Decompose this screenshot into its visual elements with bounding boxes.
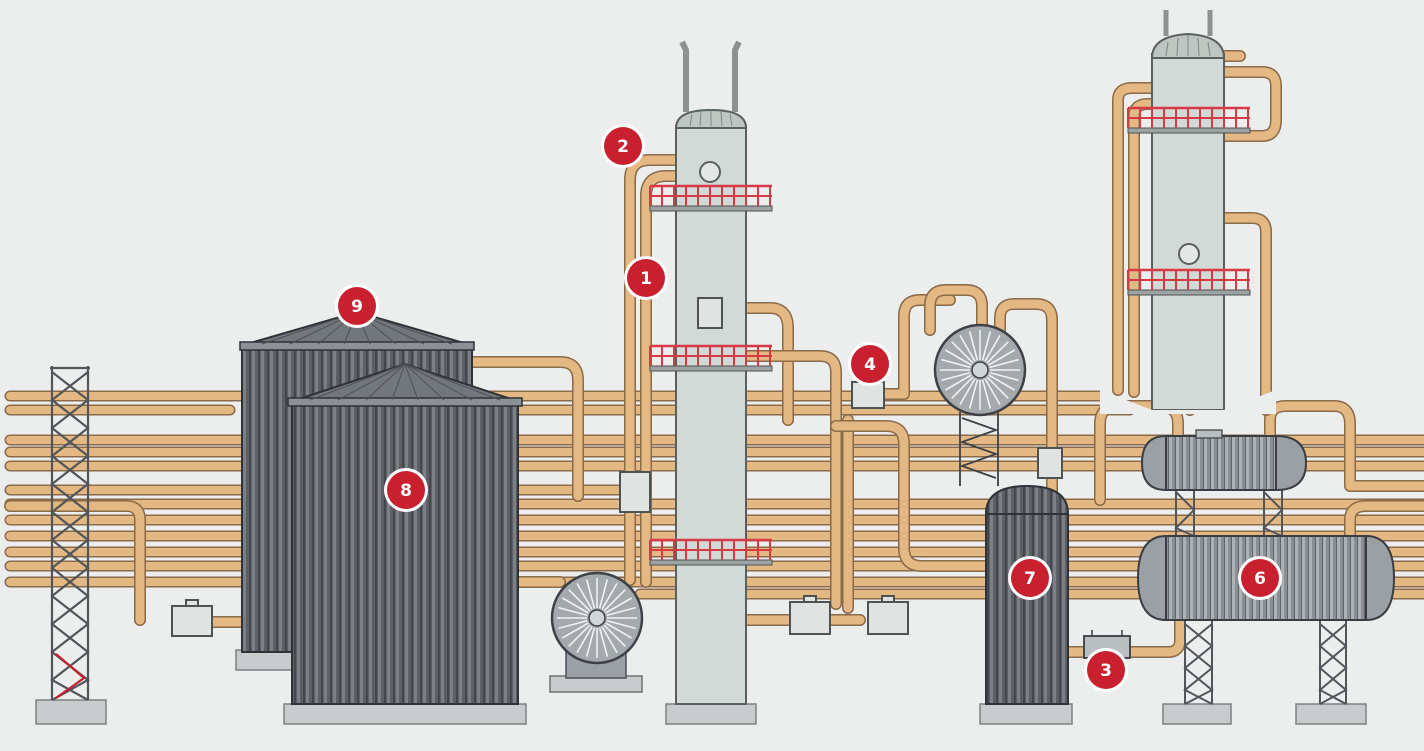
callout-6: 6 xyxy=(1238,556,1282,600)
lattice-tower-left xyxy=(35,366,107,725)
main-distillation-column xyxy=(619,40,757,725)
valve-box-mid-1 xyxy=(789,601,831,635)
horizontal-vessel xyxy=(1136,534,1396,622)
control-valve xyxy=(851,381,885,409)
lattice-support-drum xyxy=(1174,488,1284,537)
upper-right-platforms xyxy=(1127,106,1251,296)
callout-label: 8 xyxy=(400,481,412,501)
column-vent-stacks xyxy=(679,40,742,112)
separator-drum xyxy=(1140,429,1308,492)
callout-label: 4 xyxy=(864,355,876,375)
front-storage-tank xyxy=(283,362,527,725)
callout-1: 1 xyxy=(624,256,668,300)
callout-label: 3 xyxy=(1100,661,1112,681)
callout-label: 7 xyxy=(1024,569,1036,589)
callout-9: 9 xyxy=(335,284,379,328)
valve-boxes xyxy=(171,381,1063,637)
callout-3: 3 xyxy=(1084,648,1128,692)
platform-railing xyxy=(1127,268,1251,296)
column-platforms xyxy=(649,184,773,566)
platform-railing xyxy=(1127,106,1251,134)
callout-8: 8 xyxy=(384,468,428,512)
valve-box-right xyxy=(1037,447,1063,479)
callout-2: 2 xyxy=(601,124,645,168)
callout-label: 2 xyxy=(617,137,629,157)
callout-4: 4 xyxy=(848,342,892,386)
valve-box-left xyxy=(171,605,213,637)
valve-box-mid-2 xyxy=(867,601,909,635)
platform-railing xyxy=(649,184,773,212)
platform-railing xyxy=(649,538,773,566)
vertical-drum xyxy=(979,484,1073,725)
callout-label: 1 xyxy=(640,269,652,289)
blower-fan-left xyxy=(549,571,644,693)
lattice-support-vessel-right xyxy=(1295,620,1367,725)
callout-badges: 1 2 3 4 6 7 8 9 xyxy=(335,124,1282,692)
callout-7: 7 xyxy=(1008,556,1052,600)
lattice-support-vessel-left xyxy=(1162,620,1232,725)
platform-railing xyxy=(649,344,773,372)
blower-fan-right xyxy=(933,323,1027,486)
callout-label: 6 xyxy=(1254,569,1266,589)
callout-label: 9 xyxy=(351,297,363,317)
